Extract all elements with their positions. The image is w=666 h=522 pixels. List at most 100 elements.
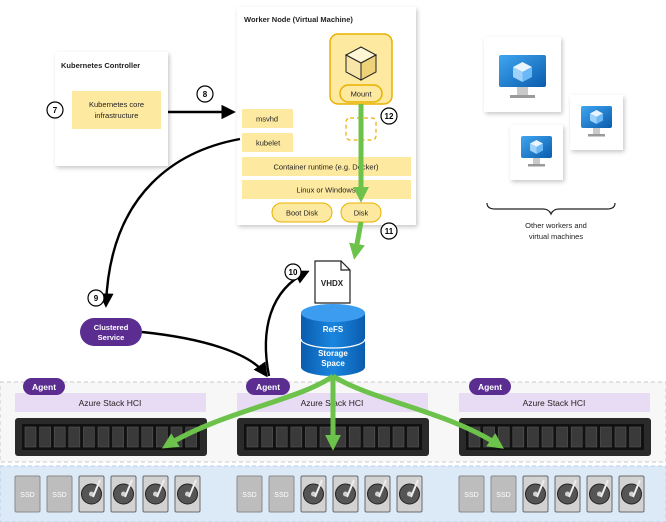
worker-title: Worker Node (Virtual Machine) xyxy=(244,15,353,24)
refs-label: ReFS xyxy=(323,325,344,334)
agent-badge-3: Agent xyxy=(469,378,511,395)
vhdx-label: VHDX xyxy=(321,279,344,288)
drive-bay xyxy=(290,426,303,448)
step-7: 7 xyxy=(53,106,58,115)
agent-label-1: Agent xyxy=(32,382,56,392)
storage-cylinder: ReFS Storage Space xyxy=(300,304,366,376)
boot-disk-label: Boot Disk xyxy=(286,209,318,218)
server-drive-bays xyxy=(24,426,641,448)
drive-bay xyxy=(141,426,154,448)
others-line1: Other workers and xyxy=(525,221,587,230)
drive-bay xyxy=(261,426,273,448)
step-markers: 7 8 9 10 11 12 xyxy=(46,85,398,307)
ssd-drive xyxy=(14,475,41,513)
drive-bay xyxy=(585,426,598,448)
hdd-arm xyxy=(124,479,133,498)
ssd-label: SSD xyxy=(274,492,288,499)
hdd-arm xyxy=(314,479,323,498)
hdd-arm xyxy=(632,479,641,498)
drive-bay xyxy=(275,426,288,448)
vm-card-small xyxy=(510,125,563,180)
hci-label-1: Azure Stack HCI xyxy=(79,398,142,408)
core-infra-line2: infrastructure xyxy=(95,111,139,120)
drive-bay xyxy=(407,426,419,448)
drive-bay xyxy=(97,426,110,448)
step-10: 10 xyxy=(289,268,298,277)
hdd-arm xyxy=(378,479,387,498)
drive-bay xyxy=(246,426,259,448)
ssd-label: SSD xyxy=(52,492,66,499)
drive-bay xyxy=(83,426,95,448)
ssd-drive xyxy=(268,475,295,513)
drive-bay xyxy=(24,426,37,448)
kubernetes-controller: Kubernetes Controller Kubernetes core in… xyxy=(55,52,168,166)
drive-bay xyxy=(570,426,583,448)
drive-bay xyxy=(68,426,81,448)
ssd-drive xyxy=(490,475,517,513)
agent-label-2: Agent xyxy=(256,382,280,392)
drive-bay xyxy=(614,426,627,448)
hdd-arm xyxy=(568,479,577,498)
agent-label-3: Agent xyxy=(478,382,502,392)
other-workers: Other workers and virtual machines xyxy=(484,37,623,241)
drive-bay xyxy=(39,426,51,448)
ssd-label: SSD xyxy=(496,492,510,499)
msvhd-label: msvhd xyxy=(256,115,278,124)
hci-label-3: Azure Stack HCI xyxy=(523,398,586,408)
clustered-line2: Service xyxy=(98,333,125,342)
drive-bay xyxy=(348,426,361,448)
vm-card-right xyxy=(570,95,623,150)
controller-title: Kubernetes Controller xyxy=(61,61,140,70)
data-flow-arrows xyxy=(161,104,504,451)
drive-bay xyxy=(512,426,525,448)
drive-bay xyxy=(305,426,317,448)
others-brace xyxy=(486,202,616,216)
physical-drives: SSD SSD SSD SSD SSD SSD xyxy=(14,475,645,513)
drive-bay xyxy=(53,426,66,448)
drive-bay xyxy=(600,426,612,448)
step-8: 8 xyxy=(203,90,208,99)
step-11: 11 xyxy=(385,227,394,236)
drive-bay xyxy=(112,426,124,448)
agent-badge-2: Agent xyxy=(246,378,290,395)
clustered-line1: Clustered xyxy=(94,323,129,332)
drive-bay xyxy=(629,426,641,448)
mount-label: Mount xyxy=(351,90,373,99)
hdd-arm xyxy=(600,479,609,498)
drive-bay xyxy=(126,426,139,448)
ssd-label: SSD xyxy=(242,492,256,499)
core-infra-line1: Kubernetes core xyxy=(89,100,144,109)
drive-bay xyxy=(556,426,568,448)
hdd-arm xyxy=(156,479,165,498)
drive-bay xyxy=(363,426,376,448)
os-label: Linux or Windows xyxy=(296,186,355,195)
ssd-label: SSD xyxy=(20,492,34,499)
hdd-arm xyxy=(92,479,101,498)
drive-bay xyxy=(541,426,554,448)
kubelet-label: kubelet xyxy=(256,139,281,148)
storage-space-line1: Storage xyxy=(318,349,348,358)
ssd-drive xyxy=(236,475,263,513)
drive-bay xyxy=(378,426,390,448)
step-12: 12 xyxy=(385,112,394,121)
agent-badge-1: Agent xyxy=(23,378,65,395)
ssd-label: SSD xyxy=(464,492,478,499)
storage-space-line2: Space xyxy=(321,359,345,368)
clustered-service: Clustered Service xyxy=(80,318,142,346)
vhdx-file: VHDX xyxy=(314,260,351,304)
container-runtime-label: Container runtime (e.g. Docker) xyxy=(273,163,379,172)
hdd-arm xyxy=(536,479,545,498)
drive-bay xyxy=(527,426,539,448)
hdd-arm xyxy=(410,479,419,498)
hdd-arm xyxy=(346,479,355,498)
ssd-drive xyxy=(458,475,485,513)
others-line2: virtual machines xyxy=(529,232,583,241)
step-9: 9 xyxy=(94,294,99,303)
drive-bay xyxy=(392,426,405,448)
cube-icon xyxy=(344,46,378,81)
drive-bay xyxy=(334,426,346,448)
ssd-drive xyxy=(46,475,73,513)
hdd-arm xyxy=(188,479,197,498)
